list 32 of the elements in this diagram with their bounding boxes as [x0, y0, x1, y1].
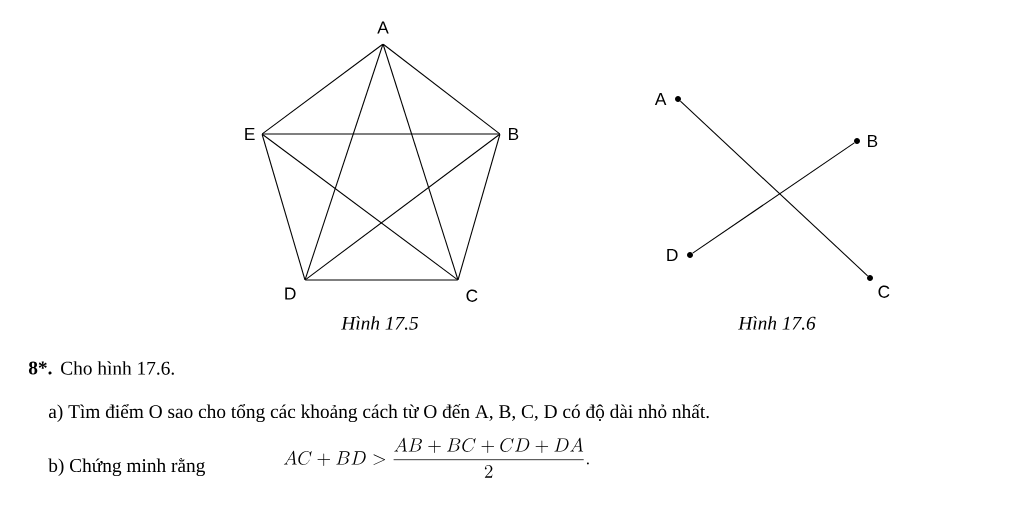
- labelled-point: E: [245, 128, 255, 140]
- figure-caption: Hình 17.6: [738, 316, 816, 330]
- problem-text: b) Chứng minh rằng: [48, 457, 205, 477]
- line-segment: [261, 133, 459, 281]
- line-segment: [679, 100, 869, 277]
- labelled-point: A: [654, 93, 681, 105]
- line-segment: [261, 43, 384, 135]
- node-label: B: [868, 135, 878, 147]
- line-segment: [304, 133, 501, 281]
- node-label: D: [667, 249, 678, 261]
- labelled-point: B: [509, 128, 519, 140]
- line-segment: [457, 133, 501, 281]
- line-segment: [382, 43, 501, 135]
- labelled-point: D: [285, 287, 296, 300]
- line-segment: [692, 142, 855, 254]
- labelled-point: A: [377, 21, 389, 34]
- formula: $AC+BD>\frac{AB+BC+CD+DA}{2}.$: [283, 437, 589, 478]
- node-label: A: [654, 93, 667, 105]
- problem-text: a) Tìm điểm O sao cho tổng các khoảng cách từ O đến A, B, C, D có độ dài nhỏ nhất.: [48, 403, 709, 423]
- figure-caption: Hình 17.5: [341, 316, 419, 330]
- labelled-point: C: [466, 289, 478, 302]
- labelled-point: C: [867, 275, 890, 298]
- line-segment: [382, 43, 459, 281]
- node-label: C: [878, 285, 890, 298]
- line-segment: [304, 43, 384, 281]
- line-segment: [261, 133, 306, 281]
- line-segment: [304, 279, 459, 281]
- labelled-point: B: [854, 135, 878, 147]
- problem-text: Cho hình 17.6.: [61, 361, 174, 375]
- exercise-number: 8*.: [28, 361, 52, 375]
- line-segment: [261, 133, 501, 135]
- labelled-point: D: [667, 249, 693, 261]
